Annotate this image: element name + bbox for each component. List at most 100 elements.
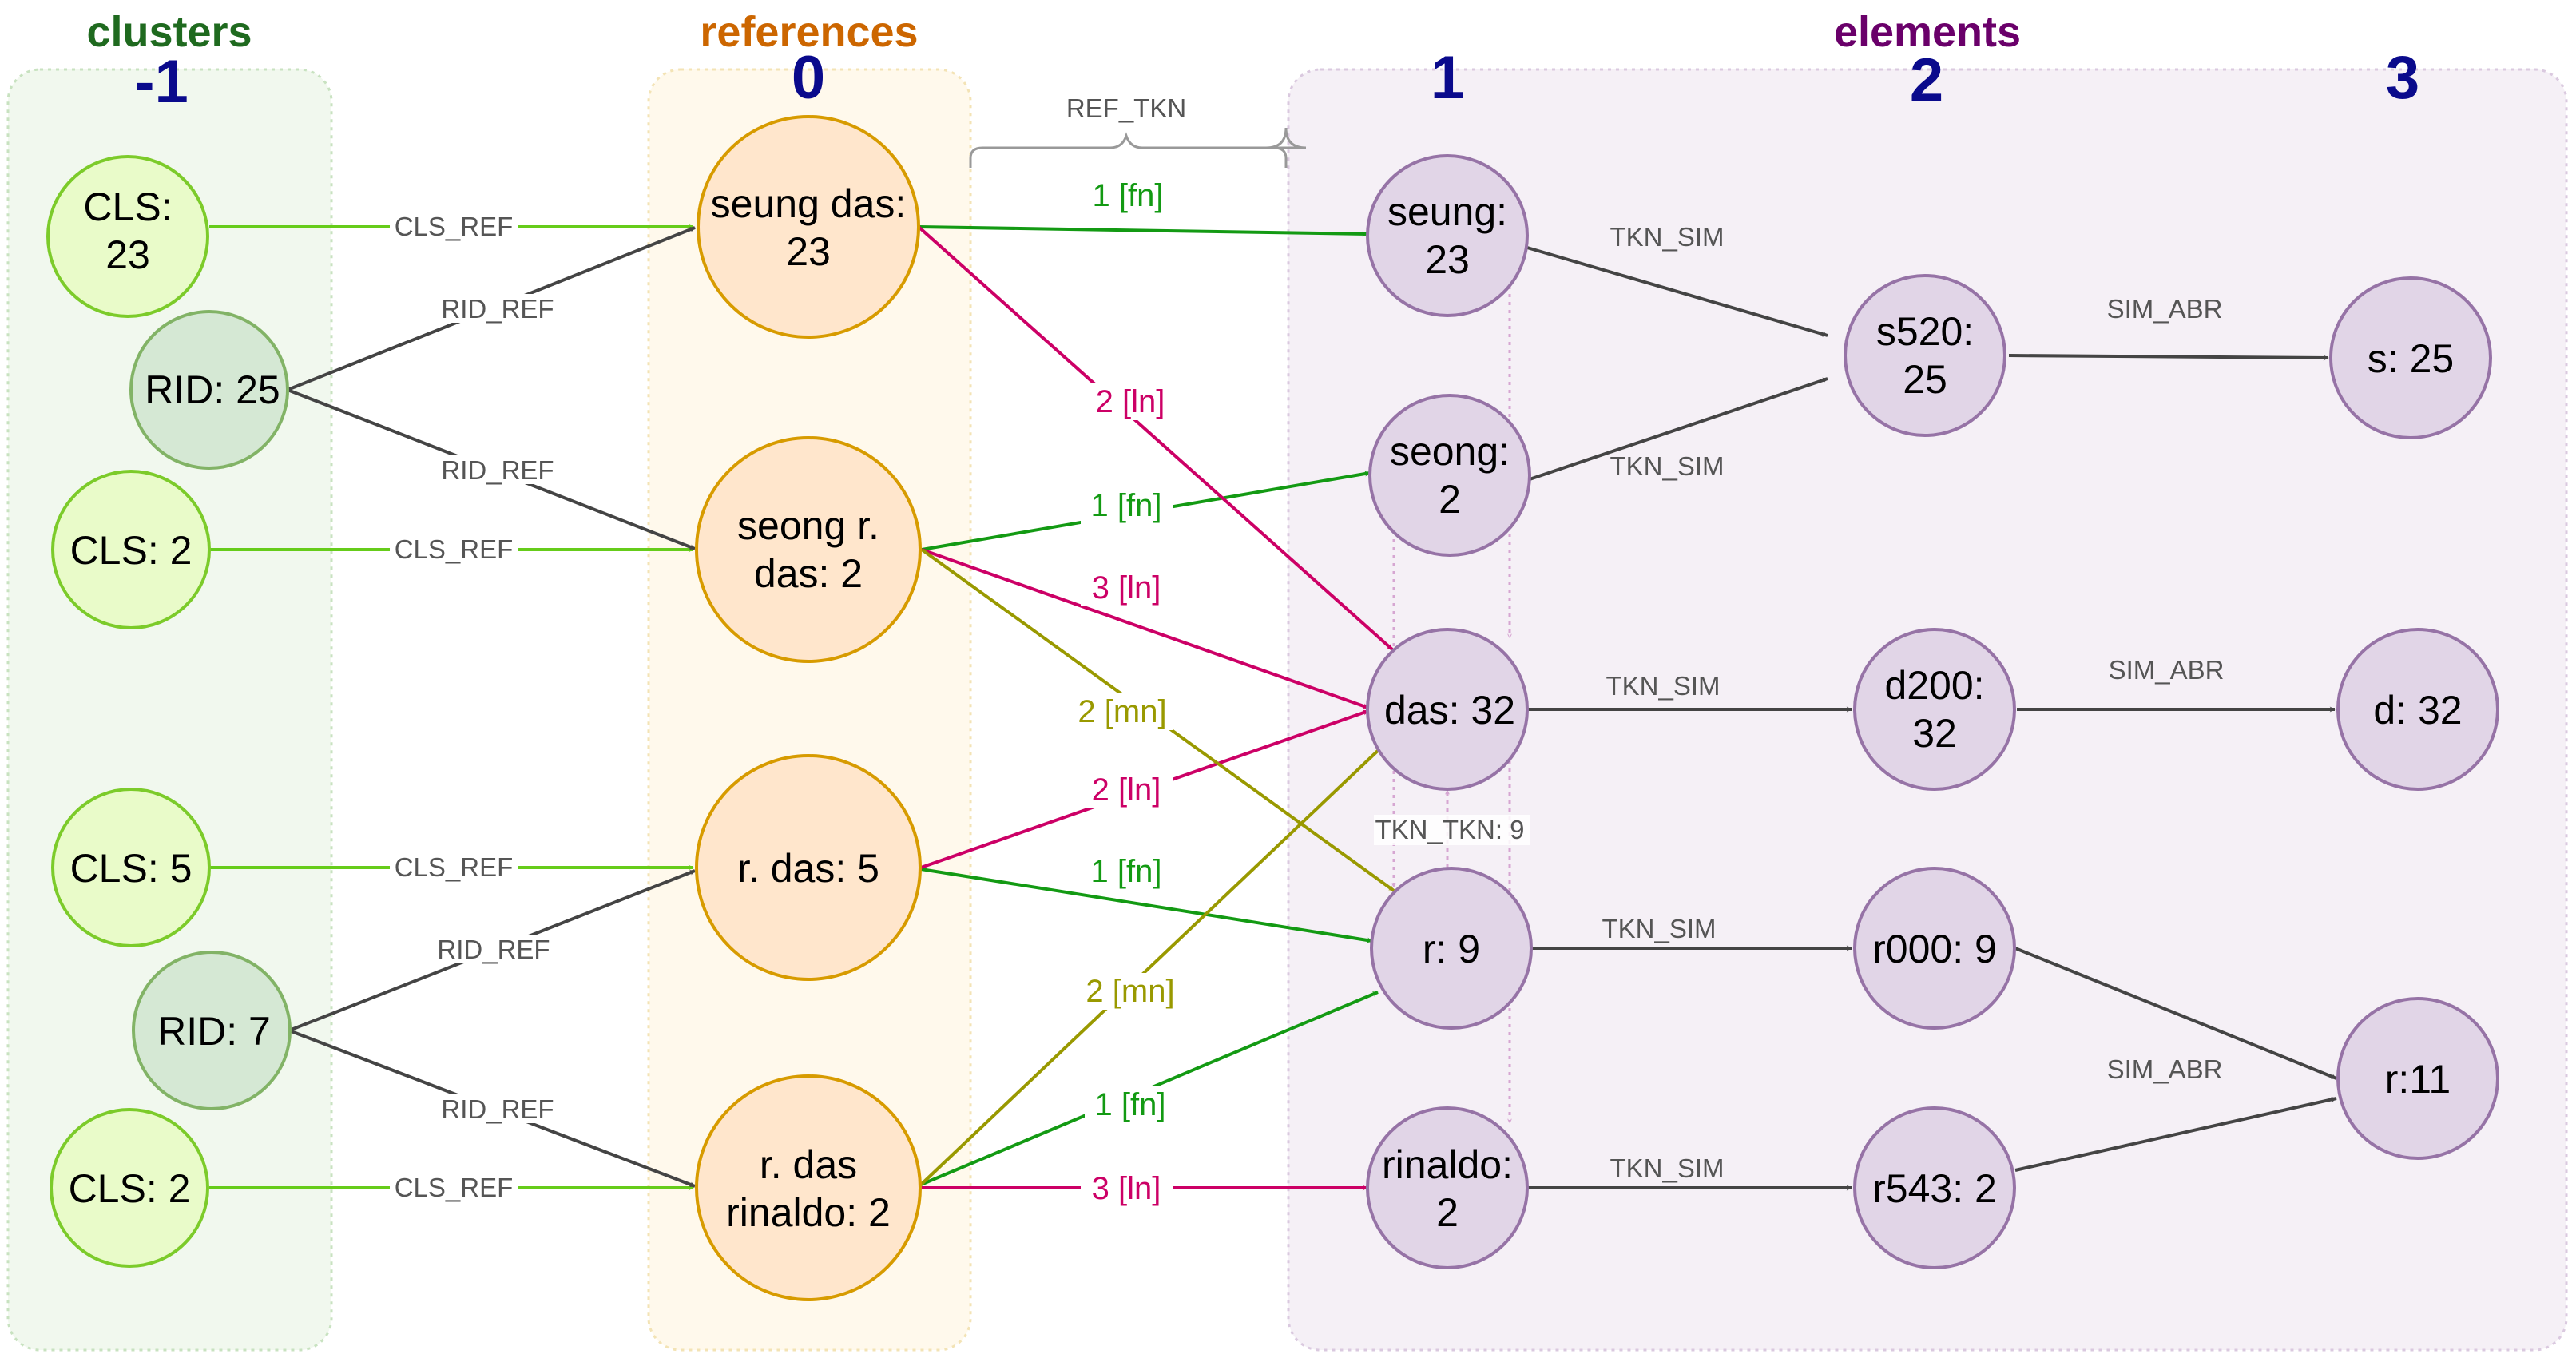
level-0: 0 (792, 44, 825, 112)
fn-label-2: 1 [fn] (1091, 488, 1162, 523)
node-label: r: 9 (1423, 927, 1480, 971)
node-label: das: 32 (1384, 688, 1515, 733)
clusters-header: clusters (86, 8, 252, 56)
node-label: CLS: 2 (69, 1166, 191, 1211)
rid-ref-label-4: RID_REF (441, 1094, 554, 1124)
sim-edges (1526, 246, 2337, 1191)
level-minus-1: -1 (134, 48, 189, 116)
edge-rdasrinaldo-das (919, 745, 1383, 1186)
ln-label-3: 2 [ln] (1092, 772, 1161, 808)
tkn-sim-label-4: TKN_SIM (1602, 914, 1716, 943)
node-label: r. das (760, 1142, 857, 1187)
edge-seong-s520 (1529, 377, 1828, 481)
level-2: 2 (1910, 46, 1943, 114)
edge-s520-s (2008, 354, 2329, 361)
node-cls-2a[interactable]: CLS: 2 (51, 470, 211, 629)
ln-label-1: 2 [ln] (1096, 384, 1165, 419)
node-s[interactable]: s: 25 (2329, 276, 2492, 439)
node-cls-2b[interactable]: CLS: 2 (50, 1108, 209, 1268)
node-label: seong r. (737, 503, 879, 548)
edge-seung-s520 (1526, 246, 1828, 337)
node-label: CLS: 2 (70, 528, 193, 573)
node-d[interactable]: d: 32 (2336, 628, 2499, 791)
node-label: rinaldo: (1382, 1142, 1513, 1187)
node-label: RID: 25 (145, 367, 280, 412)
node-ref-r-das-rinaldo[interactable]: r. das rinaldo: 2 (695, 1074, 922, 1301)
node-s520[interactable]: s520: 25 (1844, 274, 2006, 437)
node-rinaldo[interactable]: rinaldo: 2 (1366, 1106, 1529, 1269)
sim-abr-label-3: SIM_ABR (2107, 1054, 2223, 1084)
node-label: 2 (1436, 1190, 1459, 1235)
node-seong[interactable]: seong: 2 (1368, 394, 1531, 557)
mn-label-2: 2 [mn] (1086, 974, 1174, 1009)
ln-label-4: 3 [ln] (1092, 1171, 1161, 1206)
edge-seongrdas-das (921, 548, 1369, 709)
rid-ref-label-1: RID_REF (441, 294, 554, 324)
level-1: 1 (1431, 44, 1464, 112)
node-label: 2 (1439, 477, 1461, 522)
node-label: seung das: (711, 181, 907, 226)
edge-labels: CLS_REF CLS_REF CLS_REF CLS_REF RID_REF … (390, 177, 2224, 1207)
node-r[interactable]: r: 9 (1370, 867, 1533, 1030)
tkn-sim-label-3: TKN_SIM (1606, 671, 1720, 701)
node-ref-r-das[interactable]: r. das: 5 (695, 754, 922, 981)
node-label: CLS: (83, 185, 172, 229)
node-label: 23 (105, 232, 150, 277)
fn-label-4: 1 [fn] (1095, 1087, 1166, 1122)
node-label: 25 (1903, 357, 1947, 402)
node-seung[interactable]: seung: 23 (1366, 154, 1529, 317)
node-label: r543: 2 (1872, 1166, 1997, 1211)
node-label: d200: (1884, 663, 1984, 708)
node-cls-23[interactable]: CLS: 23 (46, 155, 209, 318)
node-label: r. das: 5 (737, 846, 879, 891)
sim-abr-label-2: SIM_ABR (2109, 655, 2225, 685)
edge-seungdas-seung (918, 225, 1368, 237)
node-label: 23 (1425, 237, 1470, 282)
node-das[interactable]: das: 32 (1366, 628, 1529, 791)
references-panel (647, 68, 972, 1352)
node-label: CLS: 5 (70, 846, 193, 891)
node-label: 23 (786, 229, 831, 274)
cls-ref-label-1: CLS_REF (395, 212, 514, 241)
edge-r543-r11 (2014, 1096, 2337, 1172)
cls-ref-label-4: CLS_REF (395, 1173, 514, 1202)
node-d200[interactable]: d200: 32 (1853, 628, 2016, 791)
ref-tkn-label: REF_TKN (1066, 93, 1186, 123)
node-ref-seong-r-das[interactable]: seong r. das: 2 (695, 436, 922, 663)
edge-rdas-r (920, 868, 1373, 943)
fn-label-3: 1 [fn] (1091, 854, 1162, 889)
references-header: references (700, 8, 918, 56)
mn-label-1: 2 [mn] (1078, 694, 1166, 729)
rid-ref-label-2: RID_REF (441, 455, 554, 485)
node-r11[interactable]: r:11 (2336, 997, 2499, 1160)
node-label: s520: (1876, 309, 1974, 354)
node-rid-7[interactable]: RID: 7 (132, 951, 292, 1110)
node-rid-25[interactable]: RID: 25 (129, 310, 289, 470)
edge-seungdas-das (917, 225, 1394, 651)
node-label: 32 (1912, 711, 1957, 756)
tkn-sim-label-2: TKN_SIM (1610, 451, 1724, 481)
cls-ref-label-3: CLS_REF (395, 852, 514, 882)
sim-abr-label-1: SIM_ABR (2107, 294, 2223, 324)
ref-tkn-brace-shape (969, 132, 1288, 168)
node-cls-5[interactable]: CLS: 5 (51, 788, 211, 947)
rid-ref-label-3: RID_REF (437, 935, 550, 964)
node-ref-seung-das[interactable]: seung das: 23 (697, 115, 920, 339)
node-label: d: 32 (2373, 688, 2462, 733)
tkn-sim-label-5: TKN_SIM (1610, 1154, 1724, 1183)
rid-ref-edges (287, 226, 696, 1188)
node-label: RID: 7 (157, 1009, 271, 1054)
level-3: 3 (2386, 44, 2419, 112)
node-label: das: 2 (754, 551, 863, 596)
node-label: r000: 9 (1872, 927, 1997, 971)
node-label: r:11 (2385, 1057, 2451, 1102)
edge-r000-r11 (2014, 947, 2337, 1080)
ln-label-2: 3 [ln] (1092, 570, 1161, 606)
elements-header: elements (1834, 8, 2021, 56)
node-label: seong: (1390, 429, 1510, 474)
node-r543[interactable]: r543: 2 (1853, 1106, 2016, 1269)
node-label: seung: (1387, 189, 1507, 234)
cls-ref-label-2: CLS_REF (395, 534, 514, 564)
node-r000[interactable]: r000: 9 (1853, 867, 2016, 1030)
